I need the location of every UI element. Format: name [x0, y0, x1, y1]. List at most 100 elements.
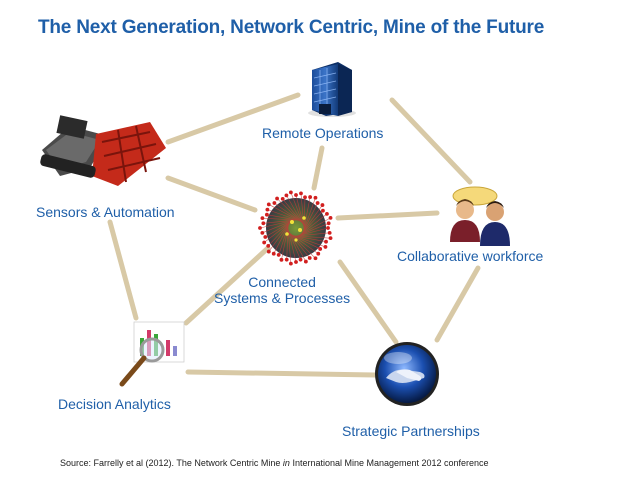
network-link: [290, 192, 304, 225]
connector-remote-connected: [311, 145, 325, 191]
network-link: [263, 219, 296, 224]
diagram-title: The Next Generation, Network Centric, Mi…: [38, 17, 545, 38]
network-node: [265, 207, 270, 212]
network-node: [294, 260, 298, 264]
network-node: [260, 230, 265, 235]
network-link: [292, 234, 321, 250]
network-link: [302, 202, 318, 232]
network-node: [266, 202, 271, 207]
collaborative-workforce-label: Collaborative workforce: [397, 248, 544, 264]
network-node: [316, 251, 321, 256]
network-node: [258, 226, 262, 230]
network-link: [303, 197, 311, 230]
network-link: [266, 214, 298, 221]
network-node: [272, 201, 277, 205]
network-link: [274, 202, 301, 222]
network-link: [290, 233, 316, 259]
network-link: [299, 223, 329, 236]
network-node: [294, 193, 298, 197]
network-link: [300, 213, 328, 235]
network-node: [328, 215, 333, 220]
network-link: [300, 217, 331, 236]
network-node: [325, 211, 329, 216]
network-link: [295, 194, 304, 226]
network-node: [327, 230, 332, 235]
network-node: [313, 256, 318, 261]
connector-collab-strategic: [434, 265, 481, 343]
network-node: [280, 196, 285, 201]
connector-remote-collab: [389, 97, 473, 185]
network-link: [294, 235, 327, 243]
source-prefix: Source: Farrelly et al (2012). The Netwo…: [60, 458, 283, 468]
network-link: [286, 195, 304, 224]
network-node: [318, 247, 323, 251]
connector-connected-collab: [335, 210, 440, 221]
network-node: [276, 253, 281, 257]
network-link: [288, 232, 307, 262]
connector-sensors-decision: [107, 219, 139, 321]
network-node: [288, 190, 293, 195]
connected-label-line1: Connected: [248, 274, 316, 290]
people-icon: [450, 186, 510, 246]
source-suffix: International Mine Management 2012 confe…: [289, 458, 489, 468]
connected-label-line2: Systems & Processes: [214, 290, 351, 306]
network-node: [308, 195, 313, 199]
source-citation: Source: Farrelly et al (2012). The Netwo…: [60, 458, 489, 468]
network-node: [266, 243, 271, 248]
network-node: [266, 249, 271, 254]
connector-lines: [107, 92, 481, 378]
network-node: [263, 235, 268, 239]
network-node: [264, 212, 269, 217]
network-link: [268, 222, 291, 247]
network-node: [320, 203, 325, 207]
network-link: [287, 230, 297, 263]
network-globe-icon: [258, 190, 333, 266]
network-node: [303, 195, 307, 200]
network-link: [301, 210, 324, 234]
network-node: [315, 201, 320, 205]
connector-connected-strategic: [337, 259, 399, 345]
network-node: [284, 257, 289, 262]
network-node: [279, 257, 284, 262]
network-link: [263, 221, 292, 243]
network-link: [265, 220, 292, 238]
network-link: [259, 219, 294, 229]
network-node: [260, 216, 265, 221]
handshake-icon: [375, 342, 439, 406]
connector-sensors-connected: [165, 175, 258, 213]
network-link: [262, 220, 293, 234]
network-node: [326, 221, 331, 226]
mining-machine-icon: [40, 115, 166, 186]
network-link: [291, 234, 319, 254]
network-link: [267, 209, 299, 221]
network-link: [293, 235, 326, 248]
network-node: [262, 240, 267, 245]
network-node: [328, 236, 333, 241]
strategic-partnerships-label: Strategic Partnerships: [342, 423, 480, 439]
network-node: [275, 196, 279, 201]
network-node: [313, 195, 318, 200]
network-link: [295, 235, 331, 239]
network-node: [298, 257, 303, 262]
network-node: [284, 193, 289, 198]
decision-analytics-label: Decision Analytics: [58, 396, 171, 412]
remote-operations-label: Remote Operations: [262, 125, 384, 141]
network-link: [262, 217, 297, 221]
sensors-automation-label: Sensors & Automation: [36, 204, 175, 220]
network-node: [326, 226, 330, 230]
network-link: [273, 224, 290, 254]
network-node: [299, 191, 303, 196]
network-link: [303, 197, 316, 231]
network-node: [323, 245, 328, 249]
network-link: [276, 198, 302, 223]
network-link: [303, 197, 306, 229]
magnifier-chart-icon: [119, 321, 185, 387]
connector-sensors-remote: [165, 92, 301, 145]
network-link: [282, 198, 303, 224]
network-node: [303, 259, 308, 264]
network-node: [321, 208, 325, 213]
network-node: [271, 251, 276, 256]
network-link: [296, 232, 330, 237]
network-node: [288, 261, 293, 266]
network-link: [302, 204, 323, 233]
